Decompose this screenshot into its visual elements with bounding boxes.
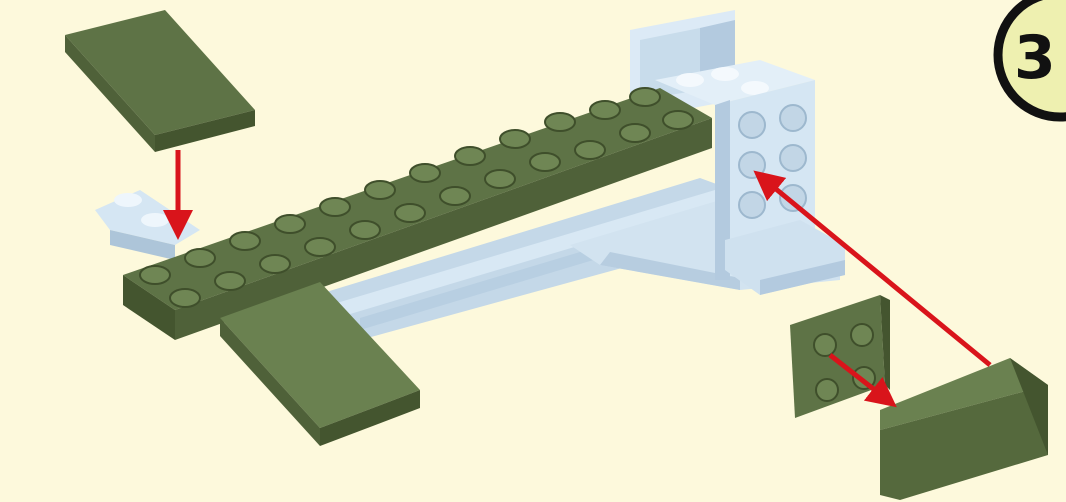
step-badge: 3 [998,0,1066,117]
slope-wedge-tail [880,358,1048,500]
step-number: 3 [1014,23,1056,93]
tile-2x4-top [65,10,255,152]
plate-2x2-tail [790,295,890,418]
